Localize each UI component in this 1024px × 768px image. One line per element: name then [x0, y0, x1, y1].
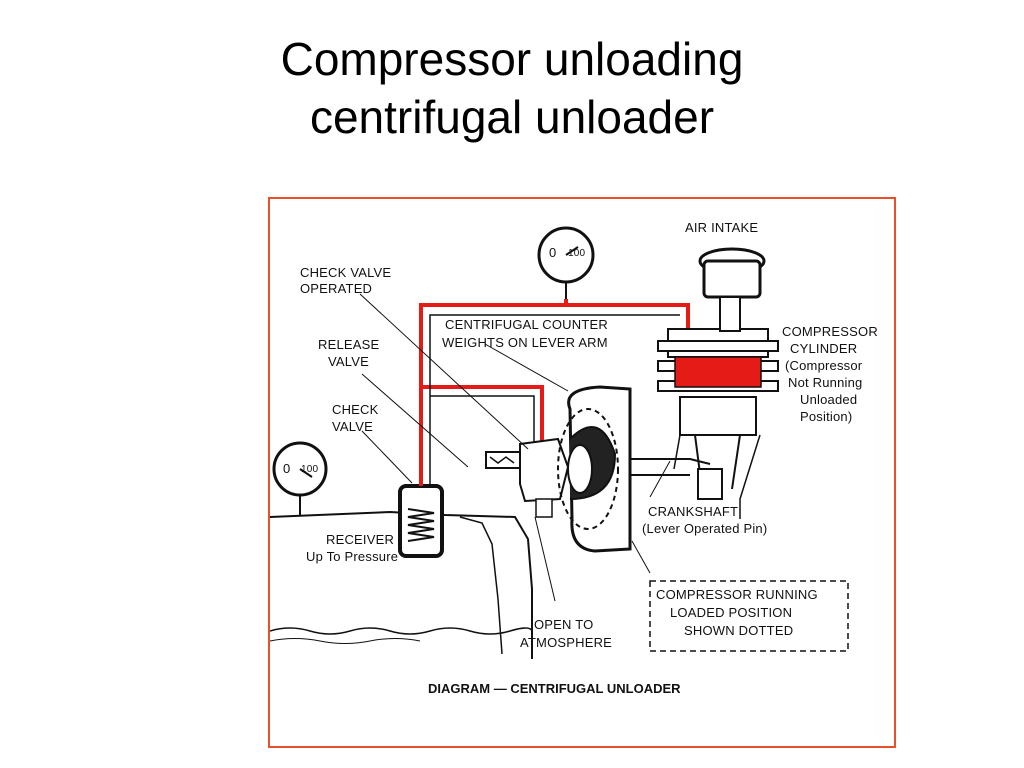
top-pressure-gauge: 0 100 — [537, 226, 595, 299]
label-receiver-2: Up To Pressure — [306, 549, 398, 564]
slide-title: Compressor unloading centrifugal unloade… — [0, 30, 1024, 146]
label-centrifugal-2: WEIGHTS ON LEVER ARM — [442, 335, 608, 350]
diagram-caption: DIAGRAM — CENTRIFUGAL UNLOADER — [428, 681, 681, 696]
label-release-valve-1: RELEASE — [318, 337, 380, 352]
gauge-top-zero: 0 — [549, 245, 556, 260]
label-check-valve-1: CHECK — [332, 402, 379, 417]
receiver-body — [270, 510, 533, 659]
release-valve — [485, 437, 570, 518]
centrifugal-housing — [557, 385, 711, 553]
label-compressor-cylinder-4: Not Running — [788, 375, 862, 390]
label-air-intake: AIR INTAKE — [685, 220, 758, 235]
gauge-left-hundred: 100 — [301, 464, 319, 475]
water-line — [270, 627, 533, 635]
compressor-cylinder — [657, 328, 779, 519]
leader-lines — [359, 293, 671, 602]
label-compressor-cylinder-1: COMPRESSOR — [782, 324, 878, 339]
label-compressor-cylinder-5: Unloaded — [800, 392, 857, 407]
receiver-inner-line — [459, 516, 503, 655]
air-intake — [698, 247, 766, 332]
label-running-2: LOADED POSITION — [670, 605, 792, 620]
left-pressure-gauge: 0 100 — [272, 441, 328, 515]
label-crankshaft-1: CRANKSHAFT — [648, 504, 738, 519]
air-line-inner-2 — [430, 395, 535, 446]
centrifugal-unloader-diagram: 0 100 0 100 — [270, 220, 878, 696]
label-compressor-cylinder-6: Position) — [800, 409, 852, 424]
running-note-box — [649, 580, 849, 652]
label-compressor-cylinder-3: (Compressor — [785, 358, 863, 373]
water-line-2 — [270, 638, 421, 644]
label-centrifugal-1: CENTRIFUGAL COUNTER — [445, 317, 608, 332]
label-check-valve-operated-2: OPERATED — [300, 281, 372, 296]
label-open-to-2: ATMOSPHERE — [520, 635, 612, 650]
check-valve — [398, 484, 444, 558]
air-line-inner — [429, 314, 680, 486]
label-release-valve-2: VALVE — [328, 354, 369, 369]
title-line-1: Compressor unloading — [280, 33, 744, 85]
label-check-valve-2: VALVE — [332, 419, 373, 434]
label-check-valve-operated-1: CHECK VALVE — [300, 265, 391, 280]
gauge-top-hundred: 100 — [568, 248, 586, 259]
label-running-3: SHOWN DOTTED — [684, 623, 793, 638]
label-receiver-1: RECEIVER — [326, 532, 394, 547]
label-crankshaft-2: (Lever Operated Pin) — [642, 521, 767, 536]
gauge-left-zero: 0 — [283, 461, 290, 476]
label-open-to-1: OPEN TO — [534, 617, 593, 632]
label-compressor-cylinder-2: CYLINDER — [790, 341, 857, 356]
title-line-2: centrifugal unloader — [309, 91, 715, 143]
label-running-1: COMPRESSOR RUNNING — [656, 587, 818, 602]
diagram-frame: 0 100 0 100 — [268, 197, 896, 748]
